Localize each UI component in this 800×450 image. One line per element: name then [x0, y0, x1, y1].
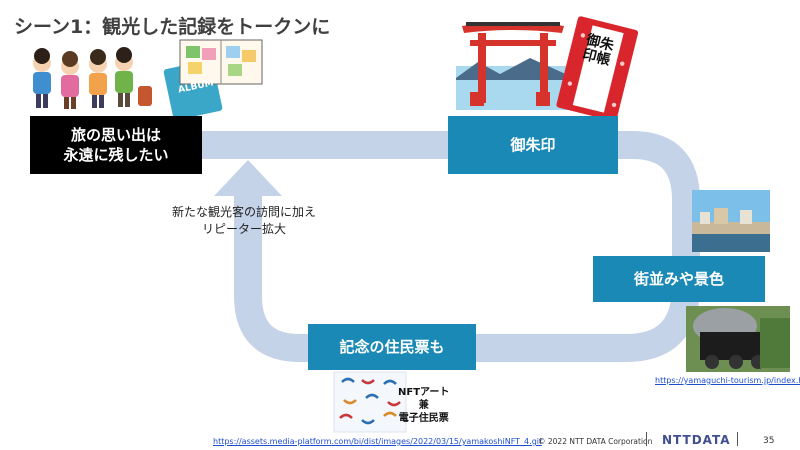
steam-train-photo — [686, 306, 790, 372]
goshuin-box: 御朱印 — [448, 116, 618, 174]
footer-divider-left — [646, 432, 647, 446]
scenery-box: 街並みや景色 — [593, 256, 765, 302]
nft-note: NFTアート 兼 電子住民票 — [398, 387, 450, 424]
torii-illustration — [456, 22, 570, 110]
goshuin-label: 御朱印 — [510, 136, 556, 154]
memories-label: 旅の思い出は 永遠に残したい — [63, 126, 169, 164]
cycle-note: 新たな観光客の訪問に加え リピーター拡大 — [172, 205, 317, 236]
copyright: © 2022 NTT DATA Corporation — [538, 437, 653, 446]
nft-resident-box: 記念の住民票も — [308, 324, 476, 370]
album-illustration — [163, 39, 263, 121]
flow-arrow-head — [214, 160, 282, 196]
memories-box: 旅の思い出は 永遠に残したい — [30, 116, 202, 174]
page-number: 35 — [763, 436, 775, 446]
scenery-label: 街並みや景色 — [633, 270, 724, 288]
nft-image-link[interactable]: https://assets.media-platform.com/bi/dis… — [213, 437, 542, 446]
footer-divider-right — [737, 432, 738, 446]
company-logo: NTTDATA — [662, 433, 731, 447]
goshuin-book-illustration — [556, 16, 639, 122]
slide-title: シーン1：観光した記録をトークンに — [14, 16, 331, 38]
travelers-illustration — [33, 47, 152, 109]
nft-art-thumbnail — [333, 371, 407, 433]
tourism-link[interactable]: https://yamaguchi-tourism.jp/index.html — [655, 376, 800, 385]
flow-loop-band — [200, 131, 700, 362]
harbor-photo — [692, 190, 770, 252]
nft-resident-label: 記念の住民票も — [339, 338, 445, 356]
